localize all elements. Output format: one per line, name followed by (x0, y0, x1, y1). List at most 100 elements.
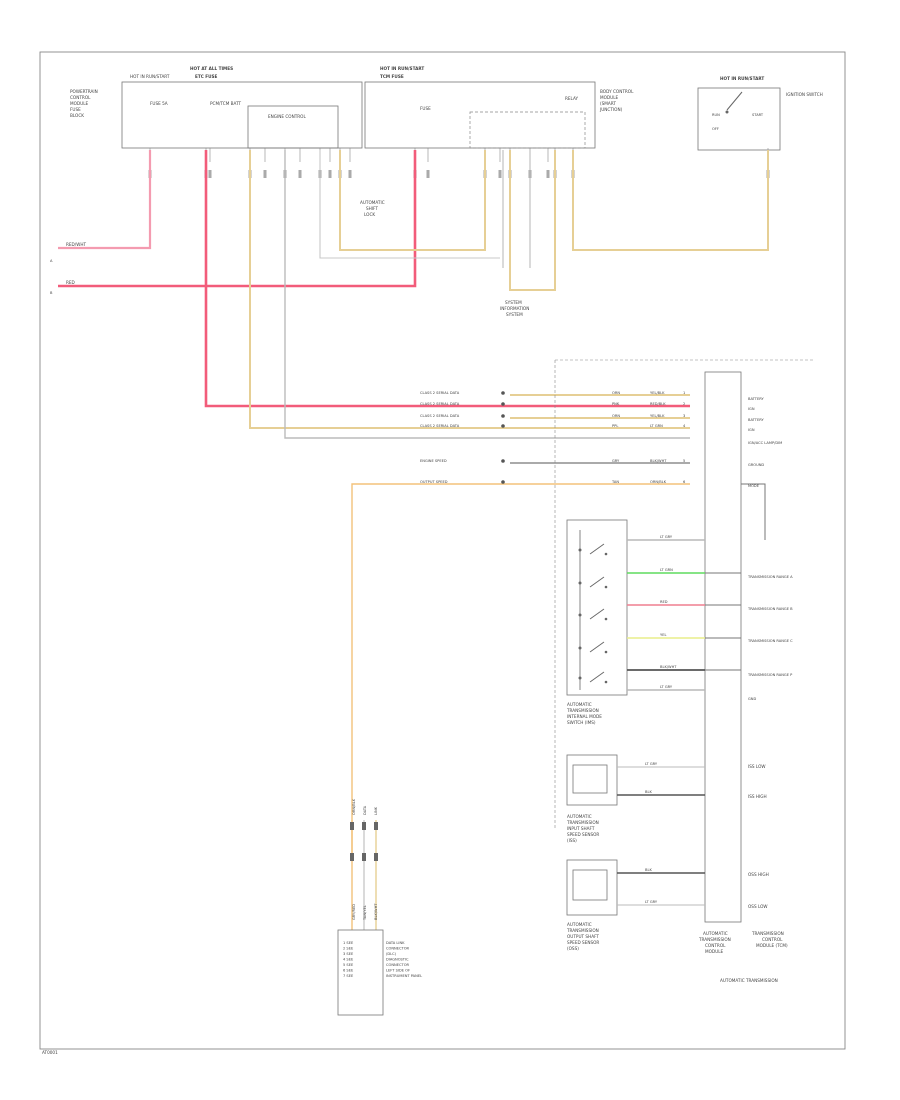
switch-contact-blade (589, 608, 605, 620)
wire-red-white-label: RED/WHT (66, 242, 86, 247)
dlc-vertical-wires (351, 820, 377, 930)
oss-wire-1-label: BLK (645, 868, 652, 872)
connector-terminal (426, 170, 430, 178)
dlc-wire-text: ORN/BLK (352, 798, 356, 815)
top-left-module-label-5: BLOCK (70, 113, 84, 118)
dlc-pin-text: 5 SEE (343, 963, 354, 967)
tcm2-bottom-label-2: CONTROL (762, 937, 783, 942)
engine-control-subbox (247, 105, 339, 149)
dlc-wire-text: DATA (363, 805, 367, 815)
dlc-pin-text: 6 SEE (343, 969, 354, 973)
diagram-frame (39, 51, 846, 1050)
bus-pin-number: 4 (683, 424, 686, 428)
splice-dot (501, 424, 505, 428)
tcm-bottom-label-4: MODULE (705, 949, 724, 954)
oss-name-3: OUTPUT SHAFT (567, 934, 599, 939)
tcm-bottom-label-2: TRANSMISSION (698, 937, 731, 942)
range-wire-label: YEL (660, 633, 666, 637)
tcm-connector-block (704, 371, 742, 923)
dlc-connector-box (337, 929, 384, 1016)
oss-right-label-1: OSS HIGH (748, 872, 769, 877)
iss-wire-1-label: LT GRY (645, 762, 658, 766)
ignition-switch-box (697, 87, 781, 151)
switch-contact-blade (589, 671, 605, 683)
dlc-legend-text: DATA LINK (386, 941, 405, 945)
oss-right-label-2: OSS LOW (748, 904, 768, 909)
dlc-pin-text: 3 SEE (343, 952, 354, 956)
splice-dot (501, 414, 505, 418)
fuse-location-label: ETC FUSE (195, 74, 218, 79)
bus-wire-color: PNK (612, 402, 620, 406)
tcm-pin-label: GROUND (748, 463, 764, 467)
dlc-terminal-top (362, 822, 366, 830)
iss-right-label-1: ISS LOW (748, 764, 766, 769)
connector-terminal (348, 170, 352, 178)
connector-terminal (546, 170, 550, 178)
tcm2-bottom-label-1: TRANSMISSION (751, 931, 784, 936)
auto-shift-lock-label-1: AUTOMATIC (360, 200, 385, 205)
ignition-switch-label: IGNITION SWITCH (786, 92, 823, 97)
fuse-a-label: FUSE 5A (150, 101, 168, 106)
dlc-legend-text: LEFT SIDE OF (386, 969, 410, 973)
dlc-pin-text: 2 SEE (343, 947, 354, 951)
iss-name-2: TRANSMISSION (566, 820, 599, 825)
tcm-pin-label: IGN (748, 407, 755, 411)
switch-contact-dot (604, 650, 608, 654)
range-switch-pin-label: TRANSMISSION RANGE A (747, 575, 793, 579)
dlc-legend-text: INSTRUMENT PANEL (386, 974, 422, 978)
section-title: AUTOMATIC TRANSMISSION (720, 978, 778, 983)
range-wire-label: LT GRN (660, 568, 673, 572)
wire-red-white (58, 150, 152, 250)
dlc-pin-text: 4 SEE (343, 958, 354, 962)
dlc-connector-marks (350, 822, 378, 861)
ignition-pivot (725, 110, 729, 114)
tcm-bottom-label-3: CONTROL (705, 943, 726, 948)
range-wire-label: RED (660, 600, 668, 604)
tcm-pin-label: MODE (748, 484, 760, 488)
bus-wire-name: LT GRN (650, 424, 663, 428)
range-switch-pin-label: TRANSMISSION RANGE B (747, 607, 793, 611)
bus-pin-number: 5 (683, 459, 685, 463)
bus-label: CLASS 2 SERIAL DATA (420, 402, 460, 406)
bus-wire-color: TAN (611, 480, 619, 484)
switch-contact-dot (604, 585, 608, 589)
dlc-terminal-bottom (374, 853, 378, 861)
dlc-terminal-bottom (350, 853, 354, 861)
bcm-label-4: JUNCTION) (599, 107, 623, 112)
body-control-module-box (364, 81, 596, 149)
range-switch-pin-label: TRANSMISSION RANGE P (747, 673, 793, 677)
dlc-wire-tag: GRY/RED (352, 904, 356, 920)
bus-label: OUTPUT SPEED (420, 480, 448, 484)
output-speed-sensor-inner (572, 869, 608, 901)
bcm-label-2: MODULE (600, 95, 619, 100)
connector-terminal (498, 170, 502, 178)
ignition-run-label: RUN (712, 113, 720, 117)
oss-name-2: TRANSMISSION (566, 928, 599, 933)
wire-tan-feed-tcm (249, 150, 690, 429)
tcm-pin-label: BATTERY (748, 418, 765, 422)
iss-wire-2-label: BLK (645, 790, 652, 794)
input-speed-sensor-inner (572, 764, 608, 794)
connector-terminal (263, 170, 267, 178)
auto-shift-lock-label-3: LOCK (364, 212, 375, 217)
hot-at-all-times-label: HOT AT ALL TIMES (190, 66, 233, 71)
bus-wire-color: GRY (612, 459, 620, 463)
range-switch-name-4: SWITCH (IMS) (567, 720, 596, 725)
bus-wire-color: ORN (612, 414, 620, 418)
dlc-terminal-bottom (362, 853, 366, 861)
connector-terminal (298, 170, 302, 178)
range-switch-name-3: INTERNAL MODE (567, 714, 602, 719)
output-speed-sensor-box (566, 859, 618, 916)
bcm-label-1: BODY CONTROL (600, 89, 634, 94)
splice-dot (501, 459, 505, 463)
iss-name-3: INPUT SHAFT (567, 826, 595, 831)
bus-pin-number: 3 (683, 414, 685, 418)
range-wire-label: LT GRY (660, 685, 673, 689)
dlc-wire-tag: BLK/WHT (374, 903, 378, 920)
wire-grey-mid (319, 150, 500, 259)
top-left-module-label-4: FUSE (70, 107, 81, 112)
dlc-legend-text: DIAGNOSTIC (386, 958, 409, 962)
bus-wire-color: ORN (612, 391, 620, 395)
